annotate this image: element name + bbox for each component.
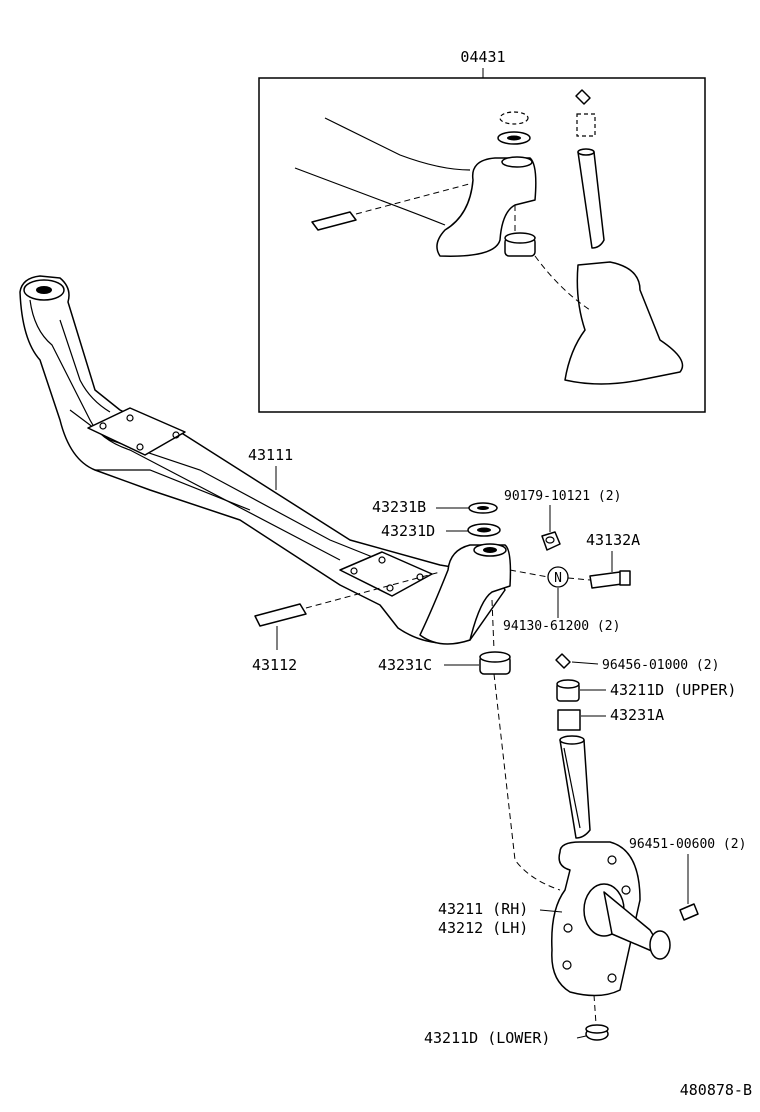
lock-pin — [254, 603, 307, 627]
drawing-id: 480878-B — [680, 1081, 752, 1099]
inset-lock-pin — [311, 211, 357, 231]
axle-beam-right-boss — [419, 544, 512, 645]
axle-beam-group — [19, 275, 512, 645]
kingpin — [559, 739, 591, 839]
grease-fitting — [679, 903, 699, 921]
spring-pad-left — [87, 407, 186, 456]
label-43231d[interactable]: 43231D — [381, 522, 435, 540]
inset-bushing-dashed — [576, 113, 596, 137]
label-knuckle-rh[interactable]: 43211 (RH) — [438, 900, 528, 918]
inset-frame — [258, 77, 706, 413]
label-grease-fitting[interactable]: 96451-00600 (2) — [629, 837, 746, 852]
nut — [541, 531, 561, 551]
label-lock-pin[interactable]: 43112 — [252, 656, 297, 674]
label-knuckle-lh[interactable]: 43212 (LH) — [438, 919, 528, 937]
washer-symbol — [547, 566, 569, 588]
inset-grease-fitting — [575, 89, 591, 105]
inset-kingpin — [577, 151, 605, 249]
label-43231c[interactable]: 43231C — [378, 656, 432, 674]
label-bushing-upper[interactable]: 43211D (UPPER) — [610, 681, 736, 699]
washer-mark: N — [554, 571, 562, 586]
inset-knuckle — [564, 261, 684, 385]
label-bushing-lower[interactable]: 43211D (LOWER) — [424, 1029, 550, 1047]
inset-shim-dashed — [499, 111, 529, 125]
label-bolt[interactable]: 43132A — [586, 531, 640, 549]
label-grease-fitting-upper[interactable]: 96456-01000 (2) — [602, 658, 719, 673]
label-nut[interactable]: 90179-10121 (2) — [504, 489, 621, 504]
bushing-43231a — [557, 709, 581, 731]
inset-group: 04431 — [258, 48, 706, 413]
label-axle-beam[interactable]: 43111 — [248, 446, 293, 464]
inset-part-label[interactable]: 04431 — [460, 48, 505, 66]
grease-fitting-upper — [555, 653, 571, 669]
bolt — [589, 571, 623, 589]
label-washer[interactable]: 94130-61200 (2) — [503, 619, 620, 634]
label-43231b[interactable]: 43231B — [372, 498, 426, 516]
label-43231a[interactable]: 43231A — [610, 706, 664, 724]
